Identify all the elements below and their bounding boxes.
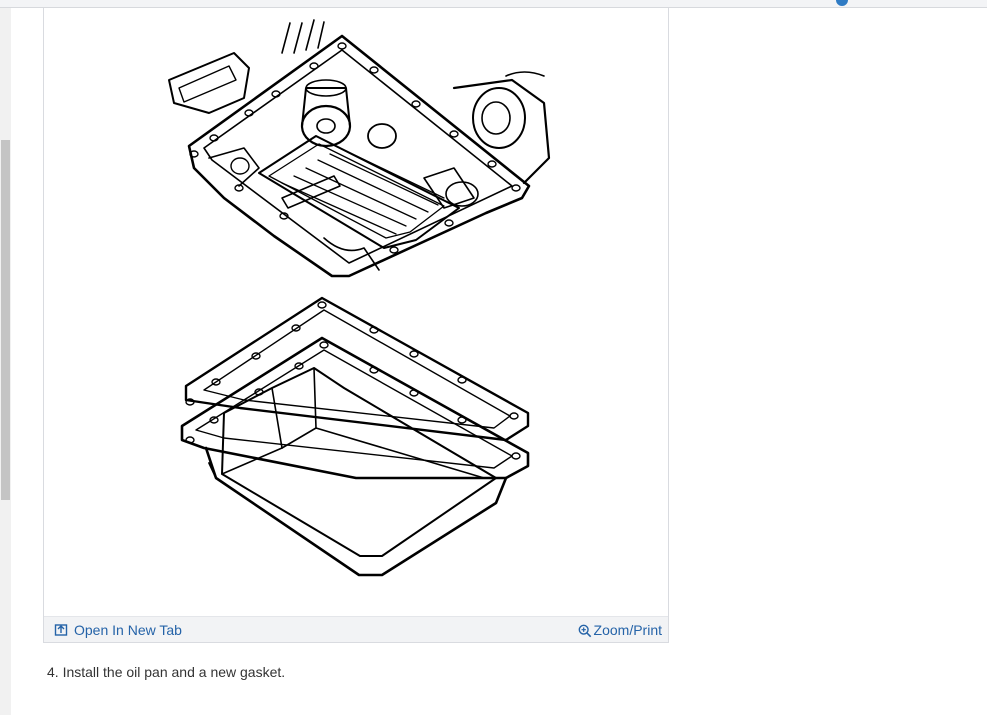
- oil-pan-illustration: [168, 19, 551, 577]
- zoom-print-label: Zoom/Print: [593, 622, 662, 638]
- instruction-step: 4. Install the oil pan and a new gasket.: [47, 664, 286, 680]
- figure-panel: Open In New Tab Zoom/Print: [43, 8, 669, 643]
- open-in-new-tab-icon: [54, 623, 68, 637]
- toolbar-icon[interactable]: [836, 0, 848, 6]
- zoom-in-icon: [578, 623, 592, 638]
- page-scrollbar[interactable]: [0, 8, 11, 715]
- zoom-print-link[interactable]: Zoom/Print: [578, 621, 662, 639]
- figure-footer: Open In New Tab Zoom/Print: [44, 616, 668, 642]
- open-in-new-tab-label: Open In New Tab: [74, 622, 182, 638]
- scrollbar-thumb[interactable]: [1, 140, 10, 500]
- top-toolbar: [0, 0, 987, 8]
- open-in-new-tab-link[interactable]: Open In New Tab: [54, 621, 182, 639]
